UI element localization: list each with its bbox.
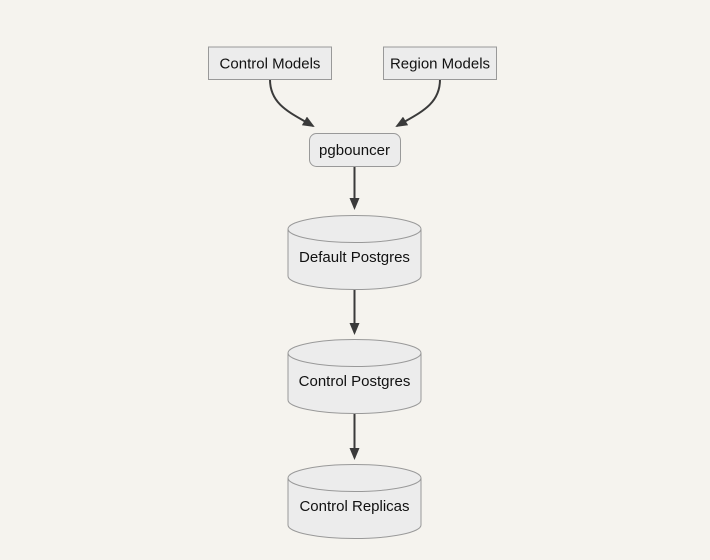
control-replicas-cylinder-rim: [287, 477, 422, 492]
control-models-box: [208, 46, 332, 80]
control-postgres-cylinder-rim: [287, 352, 422, 367]
control-postgres-cylinder: [287, 339, 422, 414]
control-replicas-cylinder: [287, 464, 422, 539]
pgbouncer-box: [309, 133, 401, 167]
default-postgres-label: Default Postgres: [299, 249, 410, 266]
edges: [269, 79, 441, 460]
edge-control-models-to-pgbouncer: [269, 79, 315, 128]
default-postgres-cylinder-rim: [287, 228, 422, 243]
node-control-replicas: Control Replicas: [287, 464, 422, 539]
control-models-label: Control Models: [220, 55, 321, 72]
pgbouncer-label: pgbouncer: [319, 142, 390, 159]
edge-region-models-to-pgbouncer: [395, 79, 441, 128]
node-pgbouncer: pgbouncer: [309, 133, 401, 167]
node-control-postgres: Control Postgres: [287, 339, 422, 414]
node-control-models: Control Models: [208, 46, 332, 80]
control-postgres-label: Control Postgres: [299, 373, 411, 390]
node-region-models: Region Models: [383, 46, 497, 80]
control-replicas-label: Control Replicas: [299, 498, 409, 515]
node-default-postgres: Default Postgres: [287, 215, 422, 290]
region-models-label: Region Models: [390, 55, 490, 72]
region-models-box: [383, 46, 497, 80]
default-postgres-cylinder: [287, 215, 422, 290]
